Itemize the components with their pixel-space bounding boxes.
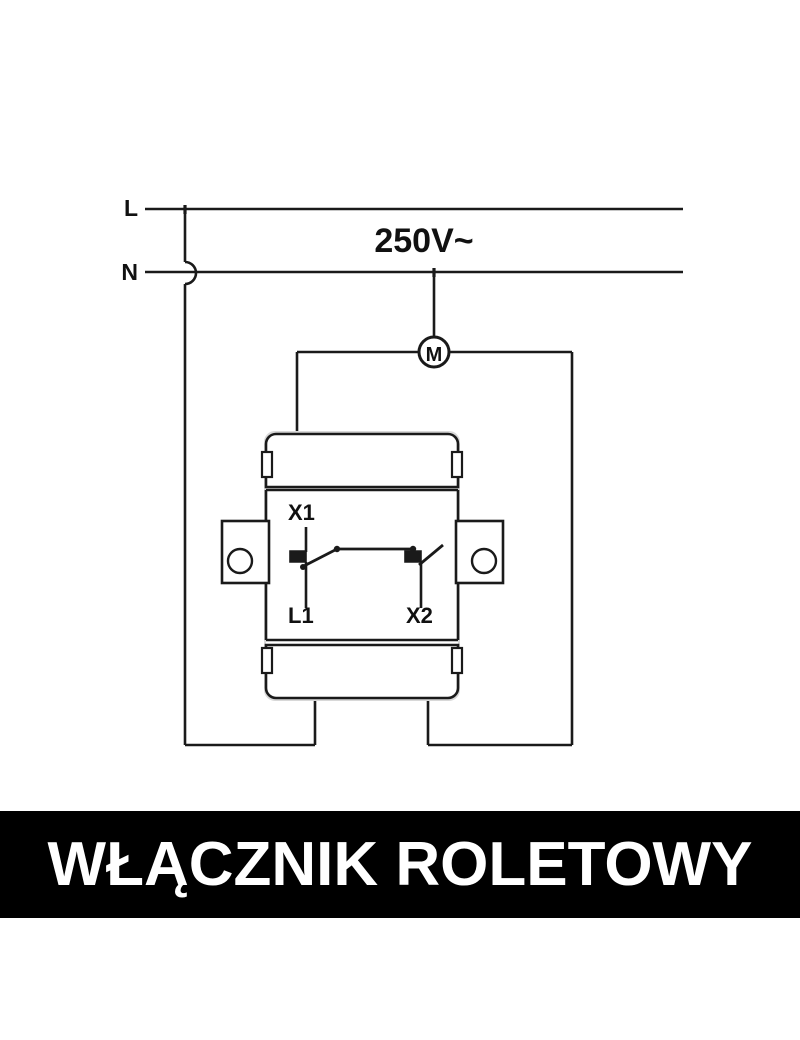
diagram-canvas: L N 250V~ <box>121 195 683 747</box>
screw-hole-right-icon <box>470 547 498 575</box>
motor-circle-icon <box>417 335 451 369</box>
screw-hole-left-icon <box>226 547 254 575</box>
label-X2: X2 <box>406 603 433 628</box>
terminal-tabs <box>260 450 464 675</box>
right-contact-blade <box>418 543 444 567</box>
wiring-diagram-svg: L N 250V~ <box>121 195 683 747</box>
terminal-tab-bottom-right <box>450 646 464 675</box>
bottom-rocker-shell[interactable] <box>264 643 460 700</box>
supply-rails <box>145 207 683 274</box>
module-top-leads <box>295 352 574 745</box>
left-contact-pad <box>289 550 307 563</box>
wire-crossover-hop-icon <box>184 260 198 286</box>
label-X1: X1 <box>288 500 315 525</box>
left-contact-blade <box>301 547 338 569</box>
label-N: N <box>121 259 138 285</box>
left-contact[interactable] <box>289 545 341 570</box>
terminal-tab-top-right <box>450 450 464 479</box>
motor-symbol: M <box>417 335 451 369</box>
caption-title: WŁĄCZNIK ROLETOWY <box>47 829 753 899</box>
L-drop-wire <box>183 209 198 745</box>
mounting-plates <box>220 519 505 585</box>
label-L: L <box>124 195 138 221</box>
footer-whitespace <box>0 918 800 1040</box>
top-rocker-shell[interactable] <box>264 432 460 489</box>
label-voltage: 250V~ <box>374 222 473 260</box>
outer-loop-bottom <box>185 700 572 747</box>
module-bottom-block[interactable] <box>264 638 460 700</box>
right-contact[interactable] <box>404 543 444 567</box>
caption-band: WŁĄCZNIK ROLETOWY <box>0 811 800 918</box>
right-contact-pad <box>404 550 422 563</box>
motor-letter: M <box>426 344 443 366</box>
terminal-tab-top-left <box>260 450 274 479</box>
terminal-tab-bottom-left <box>260 646 274 675</box>
module-top-block[interactable] <box>264 432 460 492</box>
switch-module[interactable]: X1 L1 X2 <box>220 431 505 701</box>
label-L1: L1 <box>288 603 314 628</box>
contact-schematic <box>289 527 444 608</box>
left-contact-pivot <box>300 564 306 570</box>
